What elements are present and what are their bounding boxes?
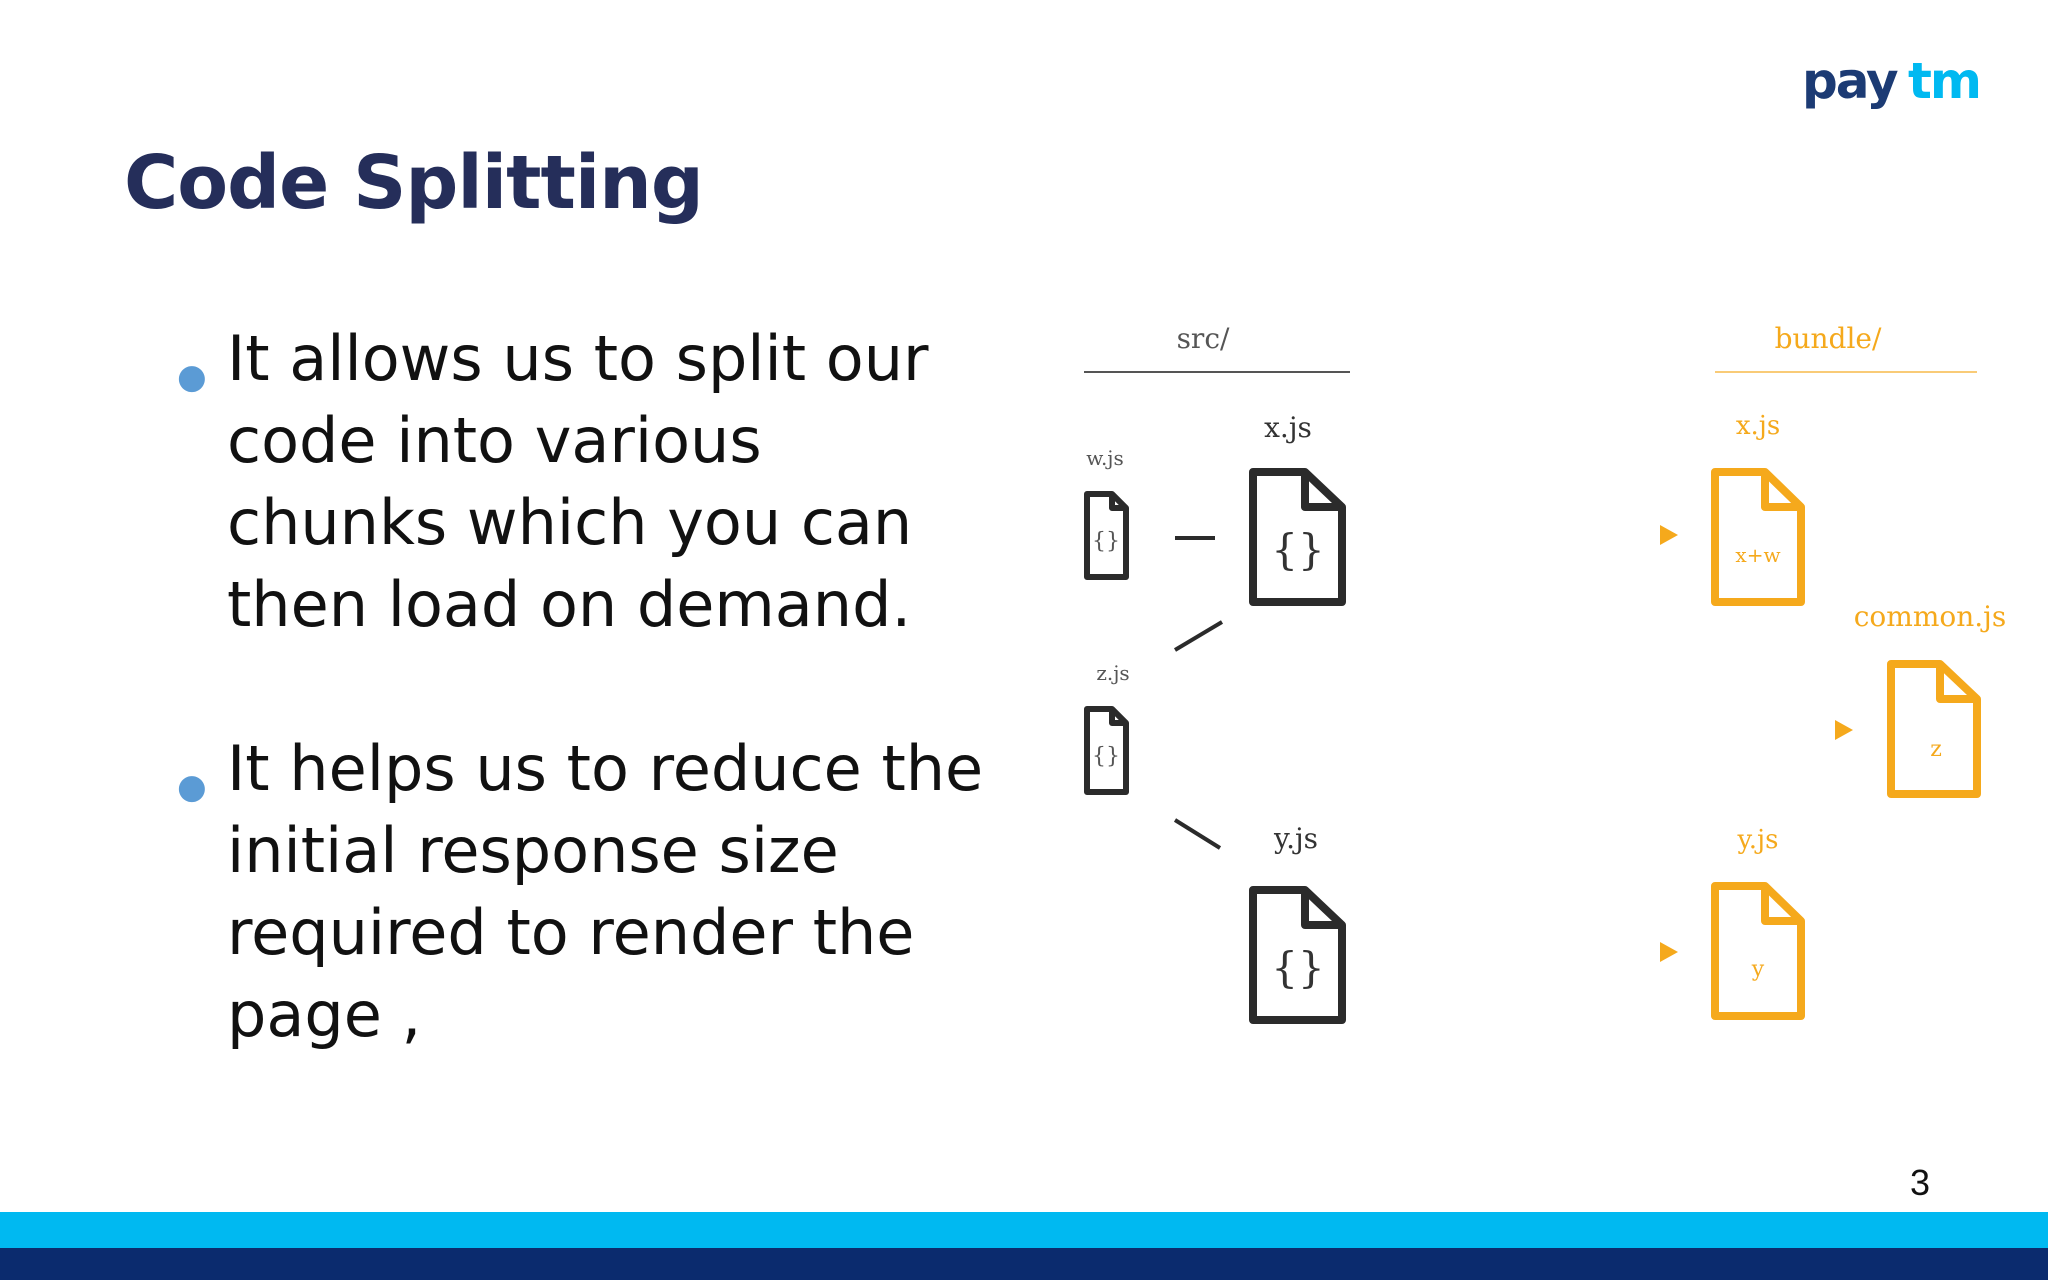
- file-x-icon: {}: [1249, 468, 1346, 606]
- bundle-content-common: z: [1930, 737, 1942, 762]
- bundle-name-y: y.js: [1737, 825, 1779, 855]
- bullet-line: chunks which you can: [227, 486, 913, 559]
- file-y-icon: {}: [1249, 886, 1346, 1024]
- bullet-line: initial response size: [227, 814, 839, 887]
- connector-z-x: [1173, 620, 1224, 652]
- slide-title: Code Splitting: [124, 140, 704, 226]
- arrow-z-to-common: [1360, 720, 1853, 740]
- bundle-name-x: x.js: [1736, 411, 1780, 441]
- bullet-item: ● It allows us to split our code into va…: [165, 318, 1025, 646]
- file-w-icon: {}: [1084, 491, 1129, 580]
- file-name-y: y.js: [1273, 822, 1318, 855]
- file-content-w: {}: [1092, 529, 1120, 554]
- paytm-logo: pay tm: [1802, 52, 1982, 110]
- bullet-dot-icon: ●: [177, 357, 207, 397]
- bundle-content-x: x+w: [1735, 543, 1780, 567]
- bundle-file-y-icon: y: [1711, 882, 1805, 1020]
- footer-bar-dark: [0, 1248, 2048, 1280]
- bullet-line: page ,: [227, 978, 422, 1051]
- bullet-list: ● It allows us to split our code into va…: [165, 318, 1025, 1138]
- bundle-file-x-icon: x+w: [1711, 468, 1805, 606]
- bullet-line: required to render the: [227, 896, 915, 969]
- page-number: 3: [1909, 1162, 1930, 1203]
- bundle-name-common: common.js: [1854, 600, 2006, 633]
- file-name-w: w.js: [1086, 446, 1124, 470]
- file-z-icon: {}: [1084, 706, 1129, 795]
- bundle-folder-label: bundle/: [1775, 322, 1882, 355]
- connector-z-y: [1173, 818, 1222, 850]
- footer-bar-light: [0, 1212, 2048, 1248]
- bullet-dot-icon: ●: [177, 767, 207, 807]
- file-name-x: x.js: [1264, 411, 1312, 444]
- file-content-y: {}: [1271, 943, 1324, 992]
- bullet-line: code into various: [227, 404, 762, 477]
- logo-text-pay: pay: [1802, 52, 1898, 110]
- bundle-file-common-icon: z: [1887, 660, 1981, 798]
- bullet-line: It allows us to split our: [227, 322, 929, 395]
- code-splitting-diagram: src/ bundle/ w.js {} x.js {} z.js {} y.j…: [1084, 322, 2006, 1024]
- bullet-line: It helps us to reduce the: [227, 732, 984, 805]
- arrow-x-to-bundle: [1375, 525, 1678, 545]
- bundle-content-y: y: [1751, 957, 1765, 982]
- file-name-z: z.js: [1096, 661, 1129, 685]
- bullet-line: then load on demand.: [227, 568, 912, 641]
- bullet-item: ● It helps us to reduce the initial resp…: [165, 728, 1025, 1056]
- src-folder-label: src/: [1177, 322, 1230, 355]
- file-content-z: {}: [1092, 744, 1120, 769]
- file-content-x: {}: [1271, 525, 1324, 574]
- arrow-y-to-bundle: [1375, 942, 1678, 962]
- logo-text-tm: tm: [1908, 52, 1980, 110]
